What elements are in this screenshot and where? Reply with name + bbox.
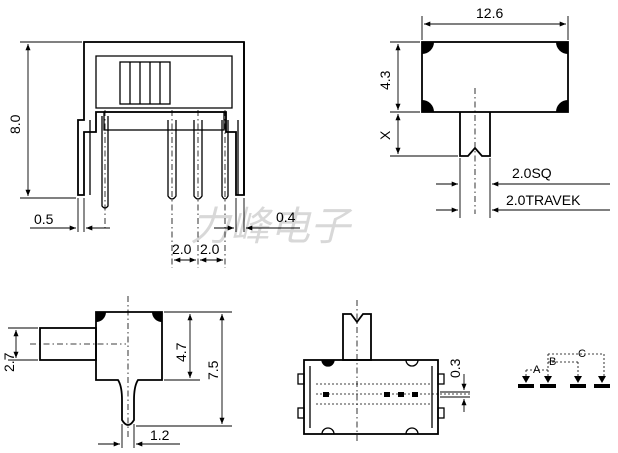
bottom-pad — [323, 392, 329, 397]
front-pin — [193, 120, 203, 200]
bottom-tab — [437, 407, 445, 419]
front-pin — [167, 120, 177, 200]
dim-length-label: 12.6 — [476, 5, 503, 21]
legend-arrow — [574, 376, 582, 383]
dim-pitch-a-label: 2.0 — [172, 241, 192, 257]
top-corner — [422, 100, 434, 112]
dim-width-label: 4.3 — [377, 70, 393, 90]
bottom-notch — [321, 359, 335, 367]
front-body — [95, 55, 233, 109]
front-base — [103, 111, 225, 131]
dim-pitch-b-label: 2.0 — [200, 241, 220, 257]
legend-arrow — [544, 376, 552, 383]
dim-actuator-height-label: 2.7 — [1, 352, 17, 372]
switch-position-legend: A B C — [518, 348, 610, 388]
front-view: 8.0 0.5 0.4 2.0 2.0 — [7, 41, 300, 268]
dim-height-label: 8.0 — [7, 114, 23, 134]
dim-x-label: X — [377, 130, 393, 140]
bottom-pad — [398, 392, 404, 397]
dim-gap-label: 0.3 — [447, 358, 463, 378]
dim-offset-label: 0.5 — [34, 211, 54, 227]
side-view: 2.7 4.7 7.5 1.2 — [1, 296, 232, 448]
watermark-text: 力峰电子 — [190, 204, 353, 250]
top-corner — [422, 42, 434, 54]
bottom-pad — [384, 392, 390, 397]
bottom-notch — [321, 427, 335, 435]
dim-body-height-label: 4.7 — [173, 342, 189, 362]
legend-contact — [594, 384, 610, 388]
bottom-tab — [297, 373, 305, 385]
legend-b-label: B — [549, 356, 556, 368]
top-body — [421, 41, 569, 113]
legend-arrow — [598, 376, 606, 383]
front-pin — [221, 120, 229, 200]
legend-contact — [570, 384, 586, 388]
dim-travel-label: 2.0TRAVEK — [506, 192, 581, 208]
side-corner — [152, 312, 162, 322]
bottom-pad — [412, 392, 418, 397]
bottom-view: 0.3 — [297, 300, 472, 442]
legend-a-label: A — [533, 364, 541, 376]
side-corner — [96, 312, 106, 322]
bottom-tab — [297, 407, 305, 419]
top-corner — [556, 42, 568, 54]
dim-pin-width-label: 1.2 — [150, 427, 170, 443]
dim-total-height-label: 7.5 — [205, 360, 221, 380]
side-body — [95, 311, 163, 426]
legend-contact — [518, 384, 534, 388]
bottom-notch — [405, 427, 419, 435]
dim-square-label: 2.0SQ — [512, 165, 552, 181]
legend-contact — [540, 384, 556, 388]
dim-pin-thickness-label: 0.4 — [276, 209, 296, 225]
legend-c-label: C — [578, 348, 586, 360]
bottom-tab — [437, 373, 445, 385]
front-actuator — [119, 61, 171, 105]
bottom-notch — [405, 359, 419, 367]
legend-arrow — [522, 376, 530, 383]
front-shell — [77, 41, 245, 196]
top-corner — [556, 100, 568, 112]
bottom-body — [303, 359, 439, 435]
top-view: 12.6 4.3 X 2.0SQ 2.0TRAVEK — [377, 5, 610, 218]
